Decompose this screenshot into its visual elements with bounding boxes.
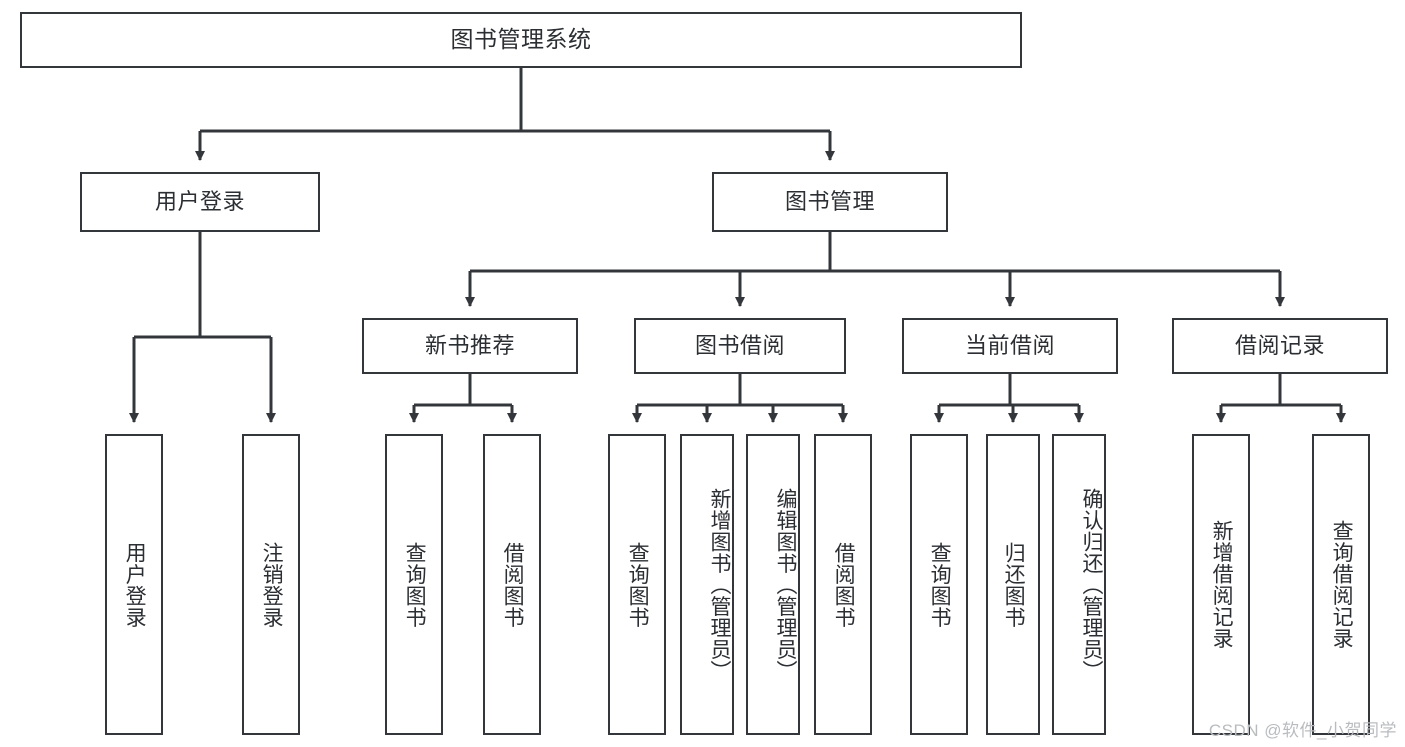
node-user-login[interactable]: 用户登录 bbox=[80, 172, 320, 232]
node-root-library-system[interactable]: 图书管理系统 bbox=[20, 12, 1022, 68]
leaf-borrow-book[interactable]: 借阅图书 bbox=[814, 434, 872, 735]
node-book-borrow[interactable]: 图书借阅 bbox=[634, 318, 846, 374]
leaf-return-book[interactable]: 归还图书 bbox=[986, 434, 1040, 735]
node-borrow-record[interactable]: 借阅记录 bbox=[1172, 318, 1388, 374]
leaf-edit-book-admin[interactable]: 编辑图书（管理员） bbox=[746, 434, 800, 735]
leaf-query-book-borrow[interactable]: 查询图书 bbox=[608, 434, 666, 735]
csdn-watermark: CSDN @软件_小贺同学 bbox=[1208, 721, 1397, 740]
leaf-user-logout[interactable]: 注销登录 bbox=[242, 434, 300, 735]
leaf-query-borrow-record[interactable]: 查询借阅记录 bbox=[1312, 434, 1370, 735]
leaf-user-login[interactable]: 用户登录 bbox=[105, 434, 163, 735]
node-new-book-recommend[interactable]: 新书推荐 bbox=[362, 318, 578, 374]
leaf-borrow-book-new[interactable]: 借阅图书 bbox=[483, 434, 541, 735]
leaf-query-book-current[interactable]: 查询图书 bbox=[910, 434, 968, 735]
leaf-confirm-return-admin[interactable]: 确认归还（管理员） bbox=[1052, 434, 1106, 735]
node-book-management[interactable]: 图书管理 bbox=[712, 172, 948, 232]
leaf-add-borrow-record[interactable]: 新增借阅记录 bbox=[1192, 434, 1250, 735]
leaf-add-book-admin[interactable]: 新增图书（管理员） bbox=[680, 434, 734, 735]
leaf-query-book-new[interactable]: 查询图书 bbox=[385, 434, 443, 735]
node-current-borrow[interactable]: 当前借阅 bbox=[902, 318, 1118, 374]
